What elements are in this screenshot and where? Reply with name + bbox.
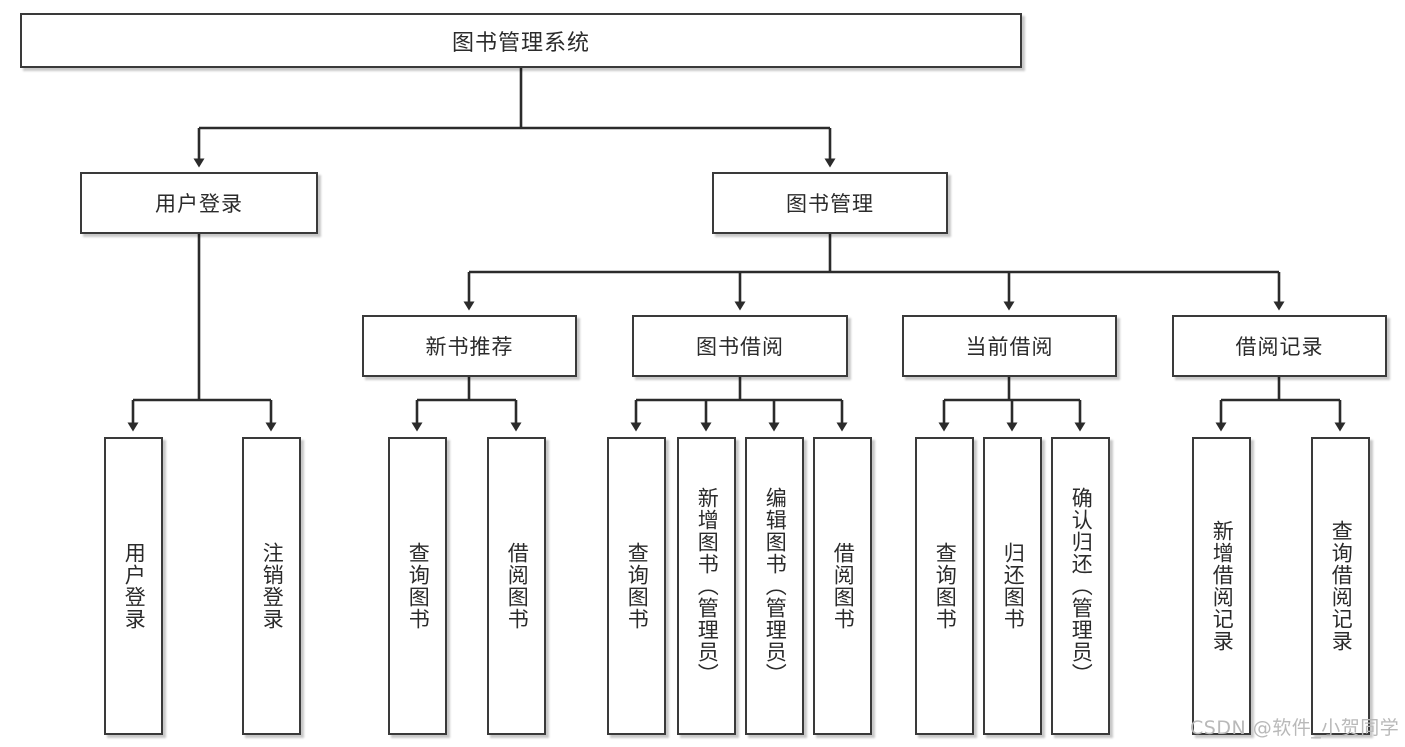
- csdn-watermark: CSDN @软件_小贺同学: [1190, 717, 1400, 739]
- node-borrow-record[interactable]: 借阅记录: [1172, 315, 1387, 377]
- node-new-book-recommend-label: 新书推荐: [425, 335, 514, 359]
- node-leaf-query-borrow-record-label: 查询借阅记录: [1329, 520, 1354, 652]
- node-book-management-label: 图书管理: [786, 192, 874, 216]
- node-leaf-borrow-book-1-label: 借阅图书: [505, 542, 530, 630]
- node-leaf-borrow-book-1[interactable]: 借阅图书: [487, 437, 546, 735]
- node-leaf-logout-label: 注销登录: [260, 542, 285, 630]
- node-leaf-return-book-label: 归还图书: [1001, 542, 1026, 630]
- node-new-book-recommend[interactable]: 新书推荐: [362, 315, 577, 377]
- node-user-login[interactable]: 用户登录: [80, 172, 318, 234]
- node-leaf-add-borrow-record-label: 新增借阅记录: [1210, 520, 1235, 652]
- node-book-borrow[interactable]: 图书借阅: [632, 315, 848, 377]
- node-leaf-add-book-admin[interactable]: 新增图书（管理员）: [677, 437, 736, 735]
- node-leaf-add-book-admin-label: 新增图书（管理员）: [695, 487, 720, 685]
- node-leaf-confirm-return-admin-label: 确认归还（管理员）: [1069, 487, 1094, 685]
- node-leaf-query-book-2-label: 查询图书: [625, 542, 650, 630]
- node-current-borrow[interactable]: 当前借阅: [902, 315, 1117, 377]
- node-root[interactable]: 图书管理系统: [20, 13, 1022, 68]
- node-user-login-label: 用户登录: [155, 192, 243, 216]
- node-leaf-query-book-3[interactable]: 查询图书: [915, 437, 974, 735]
- node-leaf-edit-book-admin-label: 编辑图书（管理员）: [763, 487, 788, 685]
- node-leaf-user-login[interactable]: 用户登录: [104, 437, 163, 735]
- node-leaf-user-login-label: 用户登录: [122, 542, 147, 630]
- node-leaf-query-borrow-record[interactable]: 查询借阅记录: [1311, 437, 1370, 735]
- node-leaf-borrow-book-2-label: 借阅图书: [831, 542, 856, 630]
- node-leaf-query-book-1[interactable]: 查询图书: [388, 437, 447, 735]
- node-current-borrow-label: 当前借阅: [965, 335, 1054, 359]
- node-leaf-query-book-3-label: 查询图书: [933, 542, 958, 630]
- node-leaf-query-book-2[interactable]: 查询图书: [607, 437, 666, 735]
- node-borrow-record-label: 借阅记录: [1235, 335, 1324, 359]
- node-leaf-edit-book-admin[interactable]: 编辑图书（管理员）: [745, 437, 804, 735]
- node-leaf-add-borrow-record[interactable]: 新增借阅记录: [1192, 437, 1251, 735]
- node-book-management[interactable]: 图书管理: [712, 172, 948, 234]
- node-leaf-confirm-return-admin[interactable]: 确认归还（管理员）: [1051, 437, 1110, 735]
- node-book-borrow-label: 图书借阅: [696, 335, 784, 359]
- node-leaf-query-book-1-label: 查询图书: [406, 542, 431, 630]
- node-leaf-borrow-book-2[interactable]: 借阅图书: [813, 437, 872, 735]
- node-root-label: 图书管理系统: [451, 30, 590, 56]
- node-leaf-return-book[interactable]: 归还图书: [983, 437, 1042, 735]
- node-leaf-logout[interactable]: 注销登录: [242, 437, 301, 735]
